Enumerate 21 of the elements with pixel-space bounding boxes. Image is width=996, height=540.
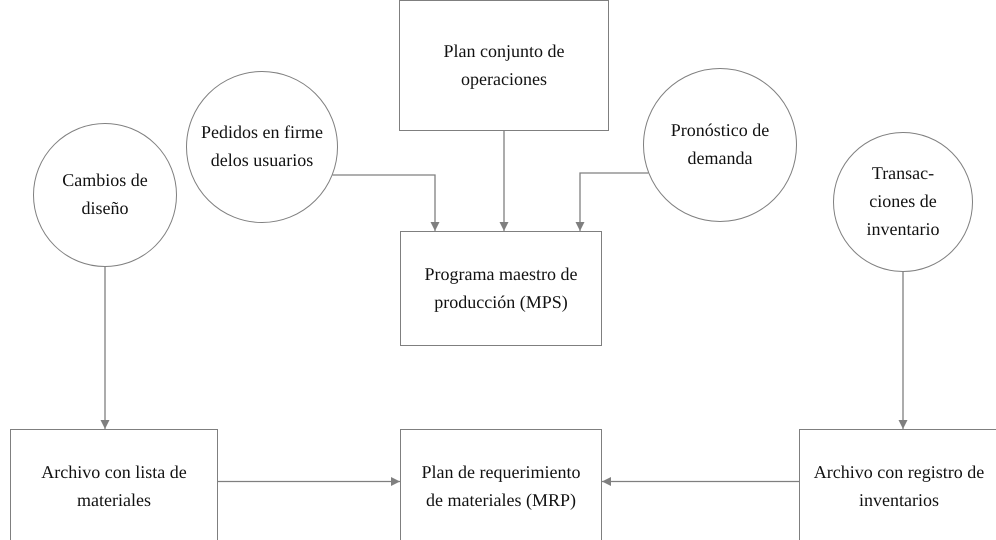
- node-label: Pedidos en firme delos usuarios: [200, 121, 324, 172]
- arrow: [576, 172, 648, 231]
- arrow: [500, 131, 508, 231]
- node-label: Pronóstico de demanda: [670, 119, 770, 170]
- arrow: [218, 477, 400, 486]
- process-box: [799, 429, 996, 540]
- node-label: Plan de requerimiento de materiales (MRP): [420, 460, 582, 512]
- arrow: [602, 477, 799, 486]
- process-box: [400, 429, 602, 540]
- node-label: Cambios de diseño: [61, 169, 149, 220]
- arrow: [100, 267, 110, 429]
- node-label: Plan conjunto de operaciones: [442, 40, 566, 91]
- arrow: [332, 174, 440, 231]
- node-label: Archivo con lista de materiales: [40, 460, 188, 512]
- process-box: [399, 0, 609, 131]
- process-box: [10, 429, 218, 540]
- arrow: [898, 272, 908, 429]
- process-box: [400, 231, 602, 346]
- node-label: Transac-ciones de inventario: [866, 162, 940, 241]
- node-label: Archivo con registro de inventarios: [812, 460, 986, 512]
- node-label: Programa maestro de producción (MPS): [424, 262, 578, 314]
